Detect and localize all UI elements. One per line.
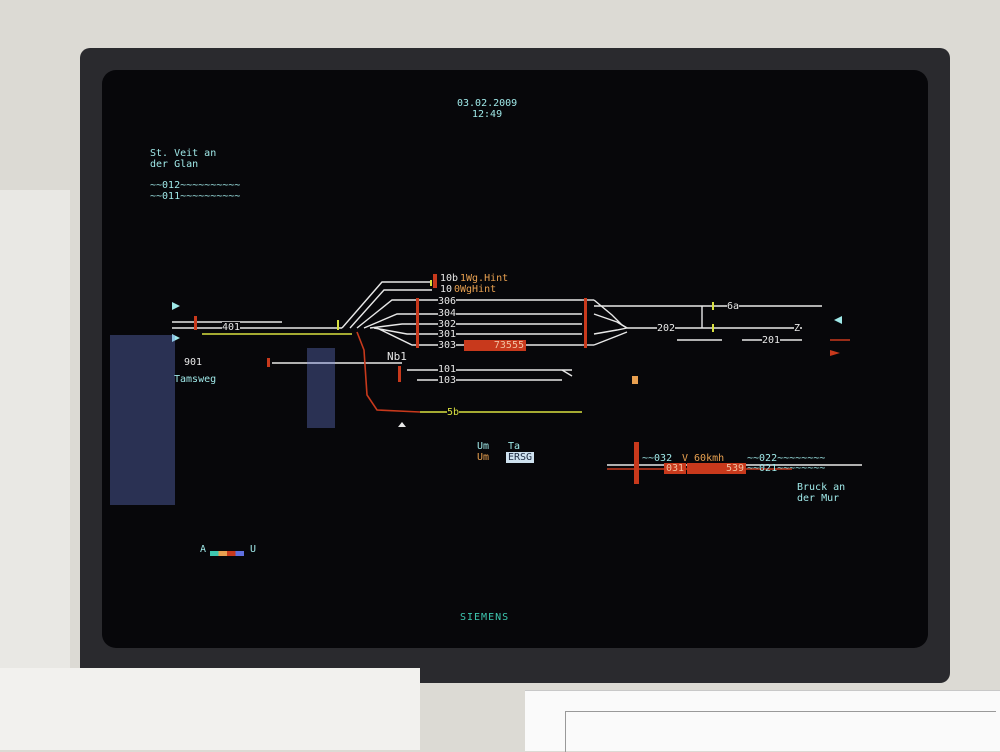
track-304-label[interactable]: 304 [438, 308, 457, 319]
track-10-annotation: 0WgHint [454, 284, 497, 295]
train-number-539[interactable]: 539 [687, 463, 746, 474]
wall-left [0, 190, 70, 670]
speed-restriction: V 60kmh [682, 453, 725, 464]
track-103-label[interactable]: 103 [438, 375, 457, 386]
destination-bruck-line2: der Mur [797, 493, 840, 504]
track-301-label[interactable]: 301 [438, 329, 457, 340]
track-10b-annotation: 1Wg.Hint [460, 273, 509, 284]
track-011-label[interactable]: ~~011~~~~~~~~~~ [150, 191, 241, 202]
signal-nb1-label[interactable]: Nb1 [387, 350, 407, 363]
track-032-label[interactable]: ~~032 [642, 453, 673, 464]
track-5b-label[interactable]: 5b [447, 407, 460, 418]
paper-sheet-left [0, 668, 420, 750]
track-6a-label[interactable]: 6a [727, 301, 740, 312]
status-ersg-button[interactable]: ERSG [506, 452, 535, 463]
screen-reflection [110, 335, 175, 505]
status-um-1[interactable]: Um [477, 441, 490, 452]
track-012-label[interactable]: ~~012~~~~~~~~~~ [150, 180, 241, 191]
date-display: 03.02.2009 [457, 98, 518, 109]
time-display: 12:49 [472, 109, 503, 120]
track-021-label[interactable]: ~~021~~~~~~~~ [747, 463, 826, 474]
status-um-2[interactable]: Um [477, 452, 490, 463]
brand-logo: SIEMENS [460, 612, 510, 623]
paper-sheet-right [525, 690, 1000, 752]
status-ta[interactable]: Ta [508, 441, 521, 452]
track-diagram [172, 274, 862, 484]
track-101-label[interactable]: 101 [438, 364, 457, 375]
marker-z-label: Z [794, 323, 801, 334]
track-303-label[interactable]: 303 [438, 340, 457, 351]
track-901-label[interactable]: 901 [184, 357, 203, 368]
screen-reflection-2 [307, 348, 335, 428]
legend-a: A [200, 544, 207, 555]
track-202-label[interactable]: 202 [657, 323, 676, 334]
track-031-label[interactable]: 031 [664, 463, 687, 474]
destination-bruck-line1: Bruck an [797, 482, 846, 493]
legend-u: U [250, 544, 257, 555]
track-10-label[interactable]: 10 [440, 284, 453, 295]
destination-tamsweg: Tamsweg [174, 374, 217, 385]
track-306-label[interactable]: 306 [438, 296, 457, 307]
track-302-label[interactable]: 302 [438, 319, 457, 330]
track-201-label[interactable]: 201 [762, 335, 781, 346]
train-number-303[interactable]: 73555 [464, 340, 526, 351]
legend-color-bar [210, 551, 244, 556]
track-022-label[interactable]: ~~022~~~~~~~~ [747, 453, 826, 464]
signal-box-screen: 03.02.2009 12:49 St. Veit an der Glan ~~… [102, 70, 928, 648]
destination-st-veit-line2: der Glan [150, 159, 199, 170]
track-10b-label[interactable]: 10b [440, 273, 459, 284]
track-401-label[interactable]: 401 [222, 322, 241, 333]
destination-st-veit-line1: St. Veit an [150, 148, 217, 159]
